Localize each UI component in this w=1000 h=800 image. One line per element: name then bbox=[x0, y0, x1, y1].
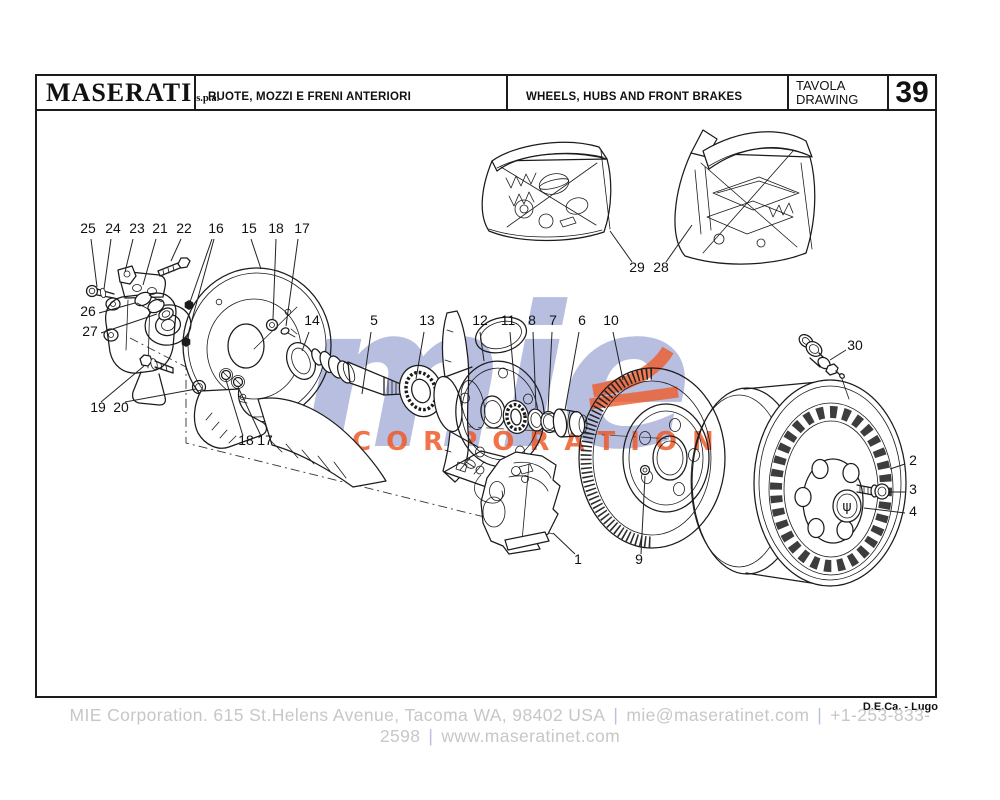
footer-segment: www.maseratinet.com bbox=[441, 726, 621, 746]
footer-segment: MIE Corporation. 615 St.Helens Avenue, T… bbox=[69, 705, 606, 725]
drawing-frame: MASERATI s.p.a. RUOTE, MOZZI E FRENI ANT… bbox=[35, 74, 937, 698]
footer-segment: mie@maseratinet.com bbox=[626, 705, 810, 725]
drawing-label-cell: TAVOLA DRAWING bbox=[789, 76, 889, 109]
title-english: WHEELS, HUBS AND FRONT BRAKES bbox=[508, 76, 789, 109]
footer-separator: | bbox=[817, 705, 823, 725]
brand-name: MASERATI bbox=[46, 78, 193, 107]
title-italian: RUOTE, MOZZI E FRENI ANTERIORI bbox=[196, 76, 508, 109]
brand-suffix: s.p.a. bbox=[196, 93, 220, 104]
printer-credit: D.E.Ca. - Lugo bbox=[862, 701, 938, 713]
brand-cell: MASERATI s.p.a. bbox=[37, 76, 219, 109]
drawing-number: 39 bbox=[895, 75, 929, 109]
footer-text: MIE Corporation. 615 St.Helens Avenue, T… bbox=[0, 705, 1000, 747]
footer-separator: | bbox=[428, 726, 434, 746]
footer-separator: | bbox=[613, 705, 619, 725]
tavola-label: TAVOLA bbox=[796, 77, 846, 93]
footer-segment: +1-253-833-2598 bbox=[379, 705, 931, 746]
title-block: MASERATI s.p.a. RUOTE, MOZZI E FRENI ANT… bbox=[37, 76, 935, 111]
drawing-label: DRAWING bbox=[796, 91, 859, 107]
